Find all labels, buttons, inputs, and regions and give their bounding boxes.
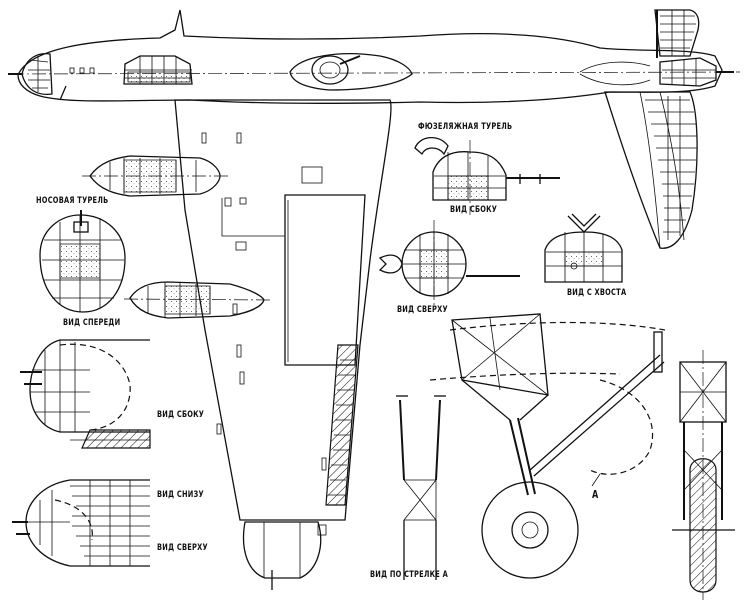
landing-gear-rear [672,350,735,600]
wing [174,99,392,590]
turret-top-view [378,220,520,305]
label-arrow-a: А [592,488,599,501]
label-nose-side-view: ВИД СБОКУ [157,410,205,420]
label-nose-bottom-view: ВИД СНИЗУ [157,490,204,500]
stabilizer [604,91,698,249]
label-top-view-turret: ВИД СВЕРХУ [397,305,448,315]
fuselage-turret-side [414,136,560,215]
nacelle-lower [123,281,273,319]
label-fuselage-turret: ФЮЗЕЛЯЖНАЯ ТУРЕЛЬ [418,122,513,132]
label-front-view: ВИД СПЕРЕДИ [63,318,121,328]
label-nose-turret: НОСОВАЯ ТУРЕЛЬ [36,196,109,206]
label-tail-view: ВИД С ХВОСТА [567,288,627,298]
nose-turret-front [39,210,126,313]
nose-side-view [20,339,151,449]
tail-fin [654,9,700,58]
strut-view-a [396,395,446,580]
turret-tail-view [544,213,623,283]
label-nose-top-view: ВИД СВЕРХУ [157,543,208,553]
nose-bottom-top-view [12,479,150,567]
landing-gear-side [429,313,666,579]
label-side-view-turret: ВИД СБОКУ [450,205,498,215]
fuselage [8,9,741,104]
nacelle-upper [82,155,230,197]
label-strut-view: ВИД ПО СТРЕЛКЕ А [370,570,449,580]
